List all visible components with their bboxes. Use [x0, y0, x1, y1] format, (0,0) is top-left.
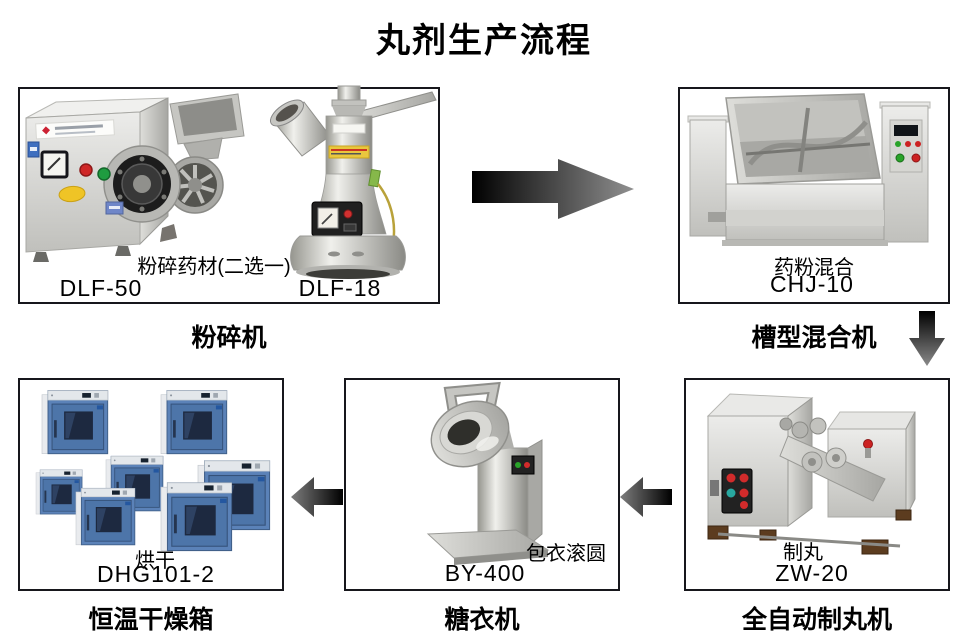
model-label-dlf18: DLF-18	[298, 275, 382, 301]
pill-machine-illustration	[706, 393, 916, 555]
model-label-zw20: ZW-20	[775, 560, 849, 586]
stage-box-crusher	[18, 87, 440, 304]
arrow-right-icon	[472, 159, 634, 219]
arrow-left-icon	[291, 477, 343, 517]
crusher-dlf18-illustration	[269, 85, 437, 279]
coater-illustration	[426, 381, 550, 565]
model-label-by400: BY-400	[444, 560, 526, 586]
model-label-dlf50: DLF-50	[59, 275, 143, 301]
page-title: 丸剂生产流程	[376, 22, 592, 60]
stage-caption-mixer: 槽型混合机	[751, 324, 877, 352]
stage-box-pill-maker	[684, 378, 950, 591]
stage-caption-dryer: 恒温干燥箱	[88, 606, 214, 634]
stage-note-crusher: 粉碎药材(二选一)	[137, 256, 291, 278]
stage-box-mixer	[678, 87, 950, 304]
stage-caption-crusher: 粉碎机	[191, 324, 267, 352]
arrow-left-icon	[620, 477, 672, 517]
arrow-down-icon	[909, 311, 945, 366]
stage-box-dryer	[18, 378, 284, 591]
stage-note-dryer: 烘干	[135, 550, 175, 572]
mixer-illustration	[687, 93, 931, 246]
crusher-dlf50-illustration	[25, 93, 245, 262]
stage-box-coater	[344, 378, 620, 591]
stage-note-mixer: 药粉混合	[774, 257, 854, 279]
stage-caption-pill-maker: 全自动制丸机	[741, 606, 892, 634]
model-label-chj10: CHJ-10	[770, 271, 854, 297]
model-label-dhg101: DHG101-2	[97, 561, 215, 587]
stage-note-pill-maker: 制丸	[783, 542, 823, 564]
stage-caption-coater: 糖衣机	[444, 606, 520, 634]
dryer-ovens-illustration	[35, 390, 271, 552]
stage-note-coater: 包衣滚圆	[526, 543, 606, 565]
